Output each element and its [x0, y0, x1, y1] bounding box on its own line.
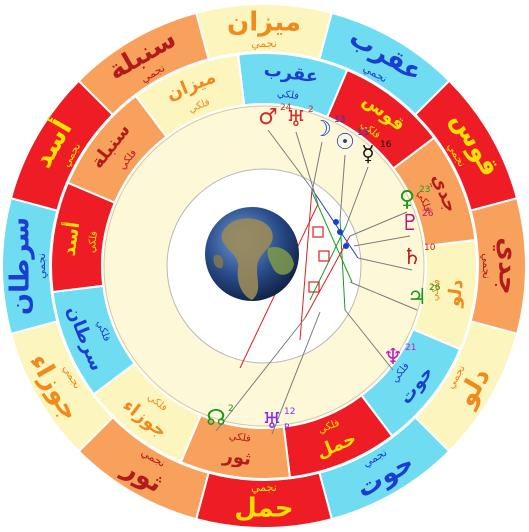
planet-degree: 21 [405, 343, 416, 353]
neptune-icon: ♆ [383, 345, 403, 370]
planet-degree: 12 [284, 407, 295, 417]
planet-degree: 16 [380, 140, 392, 150]
outer-sign-sub: نجمي [251, 481, 277, 494]
outer-sign-name: جدي [493, 237, 523, 295]
planet-degree: 26 [422, 209, 434, 219]
aspect-node [337, 229, 343, 235]
mercury-icon: ☿ [361, 142, 375, 167]
inner-sign-name: ثور [221, 445, 253, 470]
sun-icon: ☉ [335, 130, 355, 155]
planet-degree: 2 [228, 404, 234, 414]
pluto-icon: ♇ [400, 211, 420, 236]
outer-sign-sub: نجمي [35, 253, 48, 279]
planet-degree: 13 [334, 115, 345, 125]
outer-sign-sub: نجمي [251, 37, 277, 50]
uranus-2-icon: ♅ [262, 409, 282, 434]
planet-degree: 26 [429, 283, 441, 293]
outer-sign-name: حمل [234, 494, 293, 524]
planet-degree: 13 [357, 128, 368, 138]
planet-degree: 2 [308, 105, 314, 115]
jupiter-icon: ♃ [407, 285, 427, 310]
planet-degree: 23 [419, 185, 430, 195]
venus-icon: ♀ [399, 187, 415, 212]
aspect-node [333, 219, 339, 225]
mars-icon: ♂ [258, 105, 278, 130]
outer-sign-name: سرطان [6, 217, 36, 315]
uranus-icon: ♅ [286, 107, 306, 132]
outer-sign-sub: نجمي [480, 253, 493, 279]
earth-globe [205, 207, 299, 301]
moon-icon: ☽ [312, 117, 332, 142]
retrograde-marker: R [284, 423, 290, 433]
inner-sign-name: دلو [443, 278, 468, 309]
saturn-icon: ♄ [402, 245, 422, 270]
aspect-node [343, 243, 349, 249]
planet-degree: 10 [424, 243, 436, 253]
north-node-icon: ☊ [206, 406, 226, 431]
outer-sign-name: ميزان [227, 8, 301, 38]
